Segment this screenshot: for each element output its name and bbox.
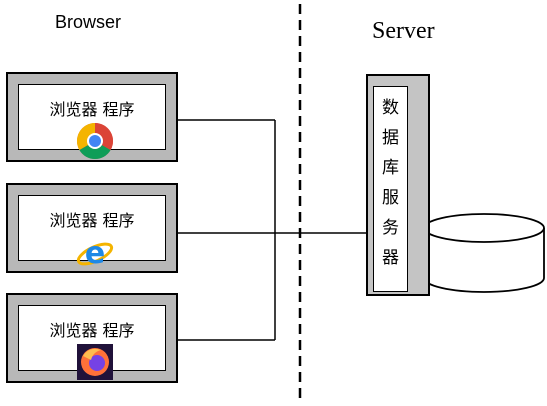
browser-title: Browser — [55, 12, 122, 32]
browser-client-ie: 浏览器 程序 e — [6, 183, 178, 273]
server-char: 数 — [382, 98, 399, 118]
internet-explorer-icon: e — [76, 236, 114, 271]
server-char: 库 — [382, 158, 399, 178]
svg-text:e: e — [85, 236, 105, 271]
server-char: 务 — [382, 218, 399, 238]
client-label: 浏览器 程序 — [49, 321, 135, 340]
database-cylinder-icon — [423, 213, 545, 293]
client-label: 浏览器 程序 — [49, 100, 135, 119]
browser-client-chrome: 浏览器 程序 — [6, 72, 178, 162]
client-label: 浏览器 程序 — [49, 211, 135, 230]
browser-client-firefox: 浏览器 程序 — [6, 293, 178, 383]
firefox-icon — [77, 344, 113, 380]
server-char: 服 — [382, 188, 399, 208]
chrome-icon — [76, 123, 114, 160]
server-title: Server — [372, 18, 435, 44]
server-char: 据 — [382, 128, 399, 148]
server-char: 器 — [382, 248, 399, 268]
server-label: 数 据 库 服 务 器 — [374, 93, 407, 273]
database-server-box: 数 据 库 服 务 器 — [366, 74, 430, 296]
